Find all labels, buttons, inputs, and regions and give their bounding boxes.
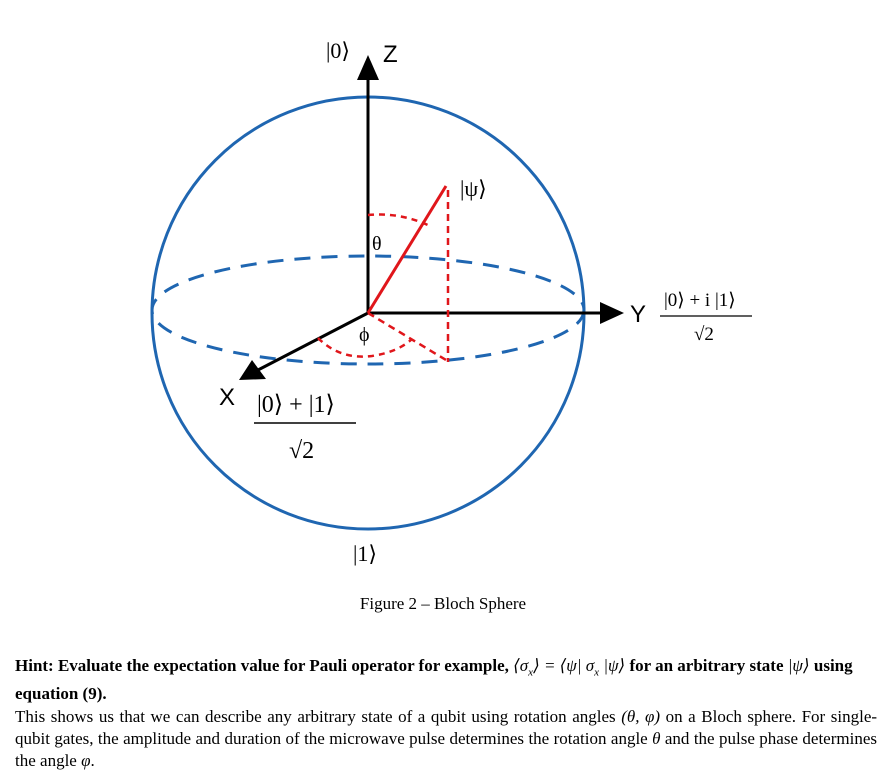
hint-text-b: for an arbitrary state (625, 656, 788, 675)
x-axis (257, 311, 369, 372)
state-vector (366, 185, 448, 314)
ket0-label: |0⟩ (326, 38, 350, 63)
y-axis-label: Y (630, 301, 646, 328)
projection-equatorial (367, 311, 447, 362)
hint-math-a-sub: x (528, 666, 534, 679)
x-axis-label: X (219, 384, 235, 411)
theta-arc (367, 213, 431, 228)
ket-psi-label: |ψ⟩ (460, 176, 487, 201)
body-paragraph: This shows us that we can describe any a… (15, 706, 877, 772)
hint-math-a2: ⟩ = ⟨ψ| σ (533, 656, 595, 675)
theta-label: θ (372, 233, 382, 255)
y-state-denominator: √2 (694, 324, 714, 345)
body-m2: θ (652, 729, 661, 748)
body-t4: . (90, 751, 95, 770)
body-t3: and the pulse phase determines the angle (15, 729, 877, 770)
x-state-numerator: |0⟩ + |1⟩ (257, 392, 335, 418)
hint-math-psi: |ψ⟩ (787, 656, 810, 675)
hint-text-c: using equation (9). (15, 656, 853, 704)
y-axis-arrowhead (600, 302, 624, 324)
ket1-label: |1⟩ (353, 541, 377, 566)
body-t2: on a Bloch sphere. For single-qubit gate… (15, 707, 878, 748)
y-state-numerator: |0⟩ + i |1⟩ (664, 290, 736, 311)
x-axis-arrowhead (239, 360, 266, 380)
hint-math-a4: |ψ⟩ (599, 656, 626, 675)
body-m3: φ (81, 751, 91, 770)
hint-text-a: Hint: Evaluate the expectation value for… (15, 656, 514, 675)
hint-math-a3-sub: x (594, 666, 600, 679)
phi-label: ϕ (359, 324, 370, 346)
z-axis-arrowhead (357, 55, 379, 80)
figure-caption: Figure 2 – Bloch Sphere (359, 594, 527, 613)
body-m1: (θ, φ) (621, 707, 661, 726)
hint-math-expectation: ⟨σx⟩ = ⟨ψ| σx |ψ⟩ (513, 656, 626, 679)
x-state-denominator: √2 (289, 438, 314, 464)
body-t1: This shows us that we can describe any a… (15, 707, 622, 726)
hint-math-a: ⟨σ (513, 656, 529, 675)
equator-ellipse (150, 254, 586, 366)
phi-arc (317, 337, 413, 358)
z-axis-label: Z (383, 41, 398, 68)
hint-paragraph: Hint: Evaluate the expectation value for… (15, 655, 875, 705)
bloch-sphere-figure: |0⟩ Z |ψ⟩ θ ϕ Y X |1⟩ |0⟩ + i |1⟩ √2 |0⟩… (150, 38, 752, 566)
